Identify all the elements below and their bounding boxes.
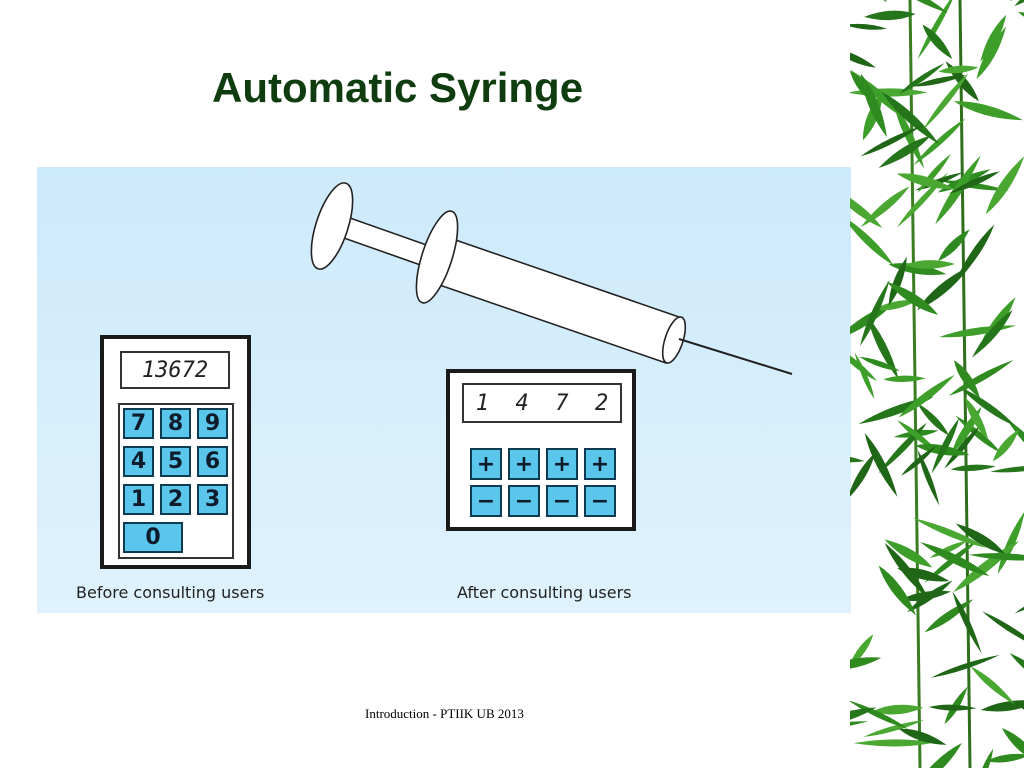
after-caption: After consulting users [457, 583, 632, 602]
key-7: 7 [123, 408, 154, 439]
minus-key-3: − [546, 485, 578, 517]
key-5: 5 [160, 446, 191, 477]
bamboo-leaves-icon [850, 0, 1024, 768]
minus-key-4: − [584, 485, 616, 517]
syringe-icon [310, 182, 793, 375]
key-3: 3 [197, 484, 228, 515]
plus-key-2: + [508, 448, 540, 480]
plus-key-1: + [470, 448, 502, 480]
key-1: 1 [123, 484, 154, 515]
key-6: 6 [197, 446, 228, 477]
slide-title: Automatic Syringe [212, 64, 584, 111]
figure-panel: 13672 7 8 9 4 5 6 1 2 3 0 Before consult… [37, 167, 851, 613]
before-keypad-device: 13672 7 8 9 4 5 6 1 2 3 0 [100, 335, 251, 569]
before-display: 13672 [120, 351, 230, 389]
slide-footer: Introduction - PTIIK UB 2013 [365, 706, 524, 721]
minus-key-2: − [508, 485, 540, 517]
key-9: 9 [197, 408, 228, 439]
before-display-value: 13672 [141, 357, 209, 383]
before-caption: Before consulting users [76, 583, 265, 602]
plus-key-3: + [546, 448, 578, 480]
key-8: 8 [160, 408, 191, 439]
plus-key-4: + [584, 448, 616, 480]
before-key-panel: 7 8 9 4 5 6 1 2 3 0 [118, 403, 234, 559]
after-display: 1 4 7 2 [462, 383, 622, 423]
key-4: 4 [123, 446, 154, 477]
after-display-value: 1 4 7 2 [475, 390, 609, 416]
key-0: 0 [123, 522, 183, 553]
key-2: 2 [160, 484, 191, 515]
minus-key-1: − [470, 485, 502, 517]
after-keypad-device: 1 4 7 2 + + + + − − − − [446, 369, 636, 531]
